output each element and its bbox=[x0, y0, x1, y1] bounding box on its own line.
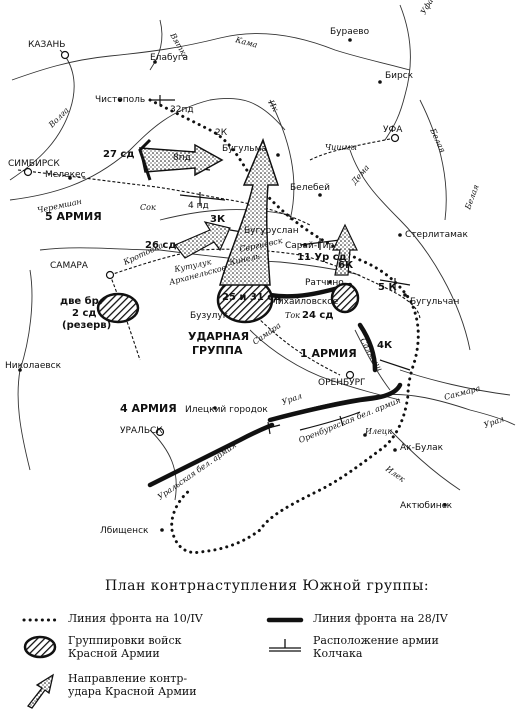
unit-8pd: 8пд bbox=[173, 153, 191, 163]
city-bugulma: Бугульма bbox=[222, 144, 267, 154]
city-labels: КАЗАНЬ Елабуга Бураево Бирск Чистополь У… bbox=[5, 27, 468, 536]
river-tok: Ток bbox=[285, 311, 300, 320]
river-ural-2: Урал bbox=[483, 414, 506, 430]
counterstrike-arrow-icon bbox=[27, 673, 54, 709]
legend-item-direction: Направление контр- удара Красной Армии bbox=[20, 670, 280, 710]
legend-title: План контрнаступления Южной группы: bbox=[105, 578, 430, 594]
city-buguruslan: Бугуруслан bbox=[244, 226, 299, 236]
river-sakmara: Сакмара bbox=[443, 384, 481, 402]
unit-27sd: 27 сд bbox=[103, 149, 134, 160]
unit-shock-group-2: ГРУППА bbox=[192, 344, 243, 357]
legend-item-kolchak: Расположение армии Колчака bbox=[265, 634, 515, 664]
legend-red-groups-line1: Группировки войск bbox=[68, 634, 182, 647]
city-iletsky: Илецкий городок bbox=[185, 405, 268, 415]
unit-4-army: 4 АРМИЯ bbox=[120, 402, 177, 415]
legend-item-front-10: Линия фронта на 10/IV bbox=[20, 612, 260, 628]
city-samara: САМАРА bbox=[50, 261, 89, 271]
city-simbirsk: СИМБИРСК bbox=[8, 159, 60, 169]
unit-26sd: 26 сд bbox=[145, 240, 176, 251]
city-belebey: Белебей bbox=[290, 183, 330, 193]
legend-red-groups-line2: Красной Армии bbox=[68, 647, 160, 660]
legend-direction-line1: Направление контр- bbox=[68, 672, 188, 685]
counterstrike-directions bbox=[138, 137, 358, 286]
unit-reserve-2: 2 сд bbox=[72, 308, 96, 319]
city-ak-bulak: Ак-Булак bbox=[400, 443, 444, 453]
city-chishmy: Чишмы bbox=[325, 143, 357, 152]
city-nikolaevsk: Николаевск bbox=[5, 361, 62, 371]
legend-item-red-groups: Группировки войск Красной Армии bbox=[20, 634, 260, 664]
unit-shock-group-1: УДАРНАЯ bbox=[188, 330, 249, 343]
city-aktyubinsk: Актюбинск bbox=[400, 501, 453, 511]
river-belaya: Белая bbox=[428, 126, 447, 154]
city-markers bbox=[18, 38, 447, 532]
city-ratchino: Ратчино bbox=[305, 278, 344, 288]
city-buzuluk: Бузулук bbox=[190, 311, 229, 321]
unit-reserve-3: (резерв) bbox=[62, 320, 111, 331]
unit-5-army: 5 АРМИЯ bbox=[45, 210, 102, 223]
unit-11ursd: 11 Ур сд bbox=[297, 252, 347, 263]
city-kazan: КАЗАНЬ bbox=[28, 40, 65, 50]
legend-front-10-label: Линия фронта на 10/IV bbox=[68, 612, 203, 625]
unit-24sd: 24 сд bbox=[302, 310, 333, 321]
kolchak-position-icon bbox=[269, 639, 301, 652]
unit-25-31sd: 25 и 31 сд bbox=[222, 292, 281, 303]
unit-2k: 2К bbox=[215, 128, 228, 138]
river-ilek: Илек bbox=[383, 464, 407, 484]
city-ufa: УФА bbox=[383, 125, 403, 135]
river-sok: Сок bbox=[140, 203, 156, 212]
legend-front-28-label: Линия фронта на 28/IV bbox=[313, 612, 448, 625]
legend-item-front-28: Линия фронта на 28/IV bbox=[265, 612, 515, 628]
river-dema: Дема bbox=[349, 163, 371, 187]
city-buraevo: Бураево bbox=[330, 27, 370, 37]
city-iletsk: Илецк bbox=[364, 427, 392, 436]
legend-direction-line2: удара Красной Армии bbox=[68, 685, 197, 698]
unit-4pd: 4 пд bbox=[188, 201, 209, 211]
city-birsk: Бирск bbox=[385, 71, 414, 81]
river-ik: Ик bbox=[266, 98, 280, 114]
unit-4k: 4К bbox=[377, 340, 393, 351]
red-army-groupings bbox=[96, 276, 360, 324]
city-lbishchensk: Лбищенск bbox=[100, 526, 149, 536]
river-ufa: Уфа bbox=[419, 0, 435, 16]
unit-5k: 5 К bbox=[378, 282, 397, 293]
rail-label-krotovka: Кротовка bbox=[121, 240, 165, 267]
city-bugulchan: Бугульчан bbox=[410, 297, 459, 307]
city-sterlitamak: Стерлитамак bbox=[405, 230, 468, 240]
city-melekes: Мелекес bbox=[45, 170, 86, 180]
city-uralsk: УРАЛЬСК bbox=[120, 426, 163, 436]
unit-3k: 3К bbox=[210, 214, 226, 225]
city-elabuga: Елабуга bbox=[150, 53, 188, 63]
city-chistopol: Чистополь bbox=[95, 95, 145, 105]
unit-6k: 6К bbox=[338, 260, 354, 271]
unit-reserve-1: две бр. bbox=[60, 295, 103, 307]
river-belaya-2: Белая bbox=[463, 183, 481, 211]
dotted-line-icon bbox=[22, 618, 58, 622]
legend-kolchak-line2: Колчака bbox=[313, 647, 363, 660]
city-sarai-gir: Сарай-Гир bbox=[285, 241, 334, 251]
legend-kolchak-line1: Расположение армии bbox=[313, 634, 439, 647]
thick-line-icon bbox=[266, 617, 304, 623]
unit-ural-white-army: Уральская бел. армия bbox=[156, 440, 238, 501]
city-mikhailovskoe: Михайловское bbox=[270, 297, 339, 307]
river-ural: Урал bbox=[281, 391, 304, 407]
river-samara: Самара bbox=[251, 321, 283, 347]
rivers bbox=[9, 4, 516, 501]
hatched-oval-icon bbox=[23, 635, 57, 659]
unit-1-army: 1 АРМИЯ bbox=[300, 347, 357, 360]
city-orenburg: ОРЕНБУРГ bbox=[318, 378, 366, 388]
unit-32pd: 32пд bbox=[170, 105, 194, 115]
front-line-10-april bbox=[148, 98, 420, 555]
river-kama: Кама bbox=[234, 35, 259, 50]
map-legend: План контрнаступления Южной группы: Лини… bbox=[0, 572, 521, 720]
